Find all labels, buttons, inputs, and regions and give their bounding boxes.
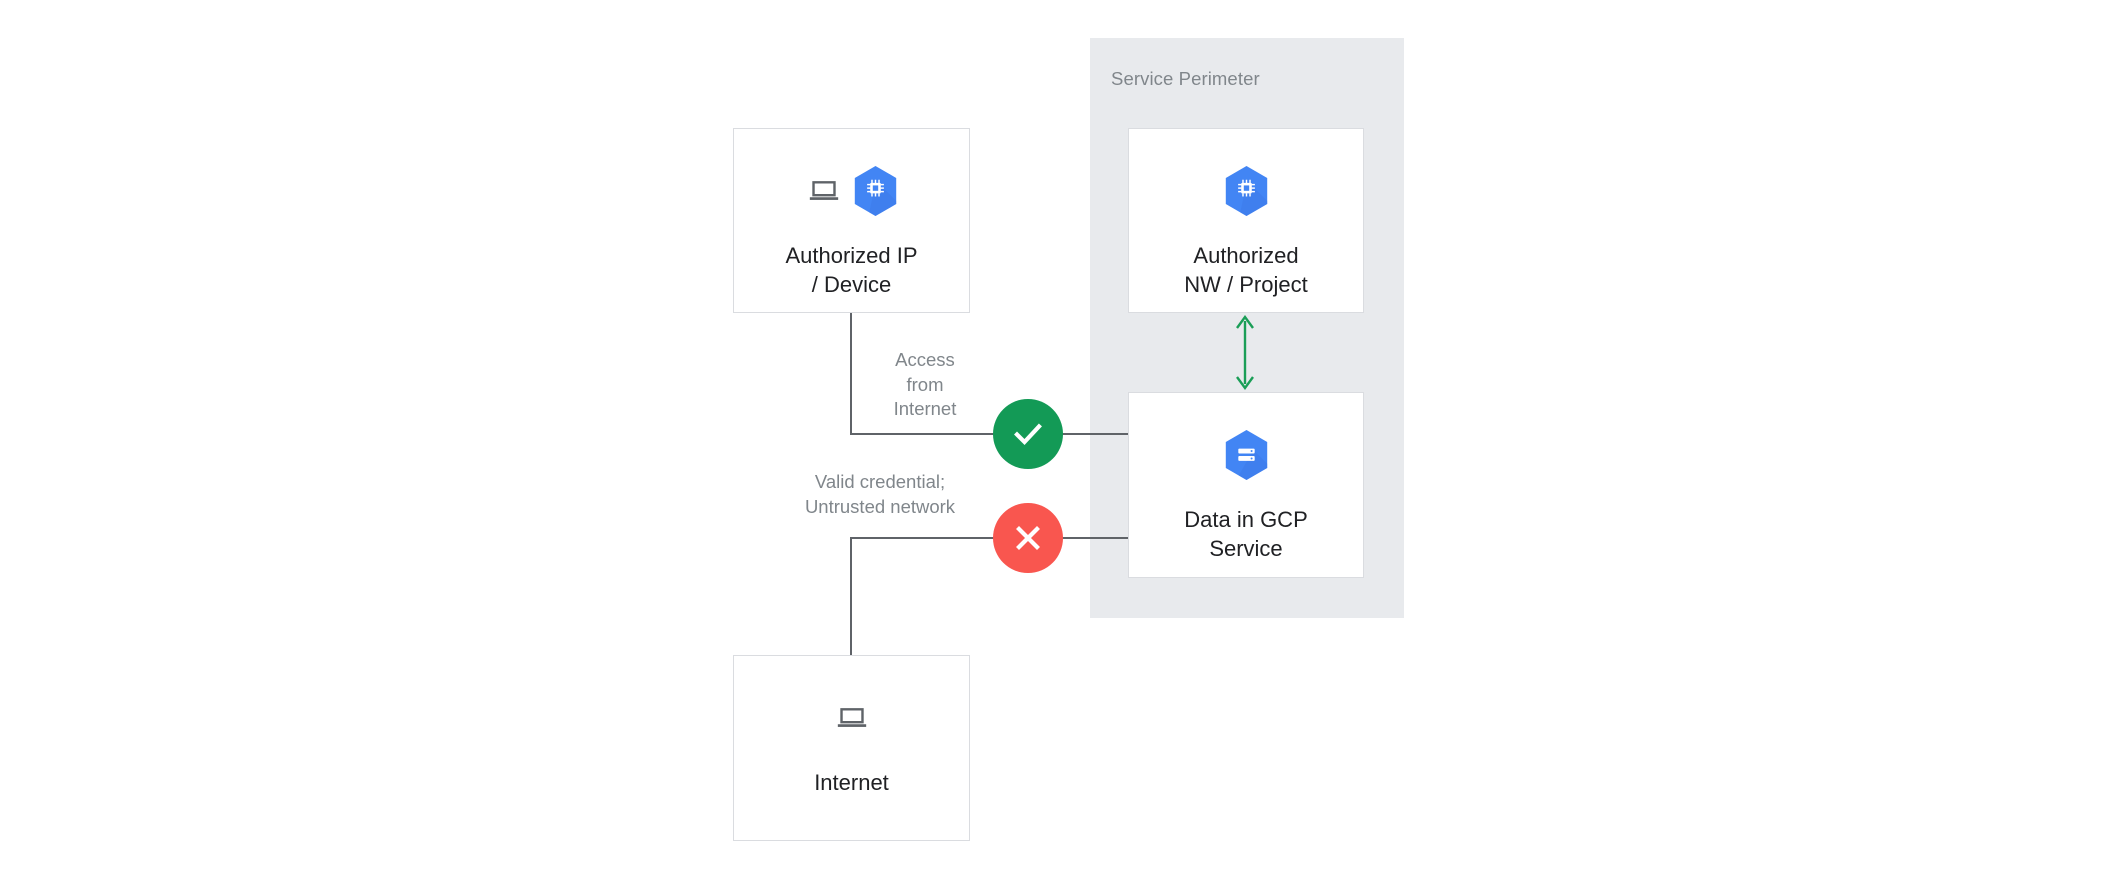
node-internet[interactable]: Internet [733,655,970,841]
gcp-storage-hexagon-icon [1223,429,1270,481]
laptop-icon [833,701,871,735]
node-icon-group [805,165,899,217]
edge-label-valid-credential-untrusted-network: Valid credential; Untrusted network [804,471,956,517]
laptop-icon [805,174,843,208]
service-perimeter-label: Service Perimeter [1111,68,1260,89]
node-authorized-nw-project[interactable]: Authorized NW / Project [1128,128,1364,313]
connector-line-denied-to-data [1058,537,1130,539]
node-icon-group [833,692,871,744]
double-arrow-vertical-icon [1227,313,1263,392]
connector-line-allowed-to-data [1058,433,1130,435]
status-badge-denied[interactable] [993,503,1063,573]
node-label: Internet [814,770,889,795]
node-icon-group [1223,165,1270,217]
node-label: Authorized NW / Project [1184,243,1308,297]
connector-line-internet-vertical [850,537,852,656]
connector-line-internet-horizontal [850,537,1000,539]
check-icon [1008,414,1048,454]
node-authorized-ip-device[interactable]: Authorized IP / Device [733,128,970,313]
node-icon-group [1223,429,1270,481]
connector-line-authorized-ip-vertical [850,313,852,434]
status-badge-allowed[interactable] [993,399,1063,469]
gcp-compute-hexagon-icon [852,165,899,217]
node-data-in-gcp-service[interactable]: Data in GCP Service [1128,392,1364,578]
node-label: Data in GCP Service [1184,507,1308,561]
connector-line-authorized-ip-horizontal [850,433,1000,435]
node-label: Authorized IP / Device [785,243,918,297]
close-icon [1008,518,1048,558]
gcp-compute-hexagon-icon [1223,165,1270,217]
edge-label-access-from-internet: Access from Internet [893,349,957,419]
